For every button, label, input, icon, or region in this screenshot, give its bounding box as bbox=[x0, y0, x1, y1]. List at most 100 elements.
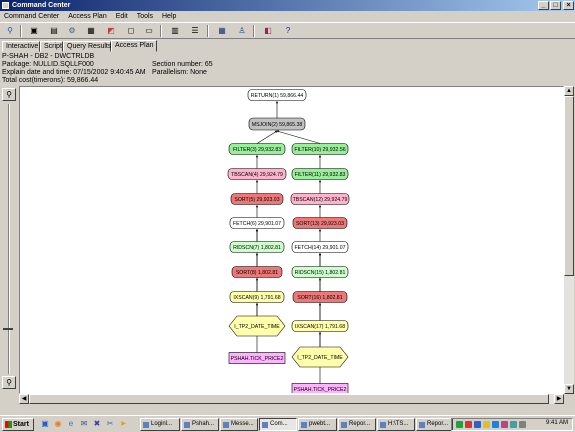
alert-center-icon[interactable]: ◩ bbox=[107, 26, 115, 35]
plan-node-idx2[interactable]: I_TP2_DATE_TIME bbox=[291, 346, 349, 368]
plan-node-shape bbox=[228, 143, 286, 155]
plan-total-cost: Total cost(timerons): 59,866.44 bbox=[2, 77, 99, 84]
scroll-right-icon[interactable]: ▶ bbox=[554, 394, 564, 404]
zoom-slider-handle[interactable] bbox=[3, 328, 13, 330]
plan-node-label: FILTER(10) 29,932.56 bbox=[294, 147, 345, 153]
plan-node-filter10[interactable]: FILTER(10) 29,932.56 bbox=[291, 143, 349, 155]
plan-node-ixscan9[interactable]: IXSCAN(9) 1,791.68 bbox=[229, 291, 285, 303]
quicklaunch-app-icon[interactable]: ✖ bbox=[93, 419, 101, 428]
plan-node-tbl2[interactable]: PSHAH.TICK_PRICE2 bbox=[291, 383, 349, 394]
plan-node-idx1[interactable]: I_TP2_DATE_TIME bbox=[228, 315, 286, 337]
minimize-button[interactable]: _ bbox=[538, 1, 549, 10]
menu-edit[interactable]: Edit bbox=[115, 13, 128, 20]
tools-settings-icon[interactable]: ◻ bbox=[127, 26, 135, 35]
close-button[interactable]: × bbox=[563, 1, 574, 10]
zoom-slider-track[interactable] bbox=[8, 104, 10, 374]
plan-node-label: RIDSCN(15) 1,802.81 bbox=[295, 270, 346, 276]
control-center-icon[interactable]: ▣ bbox=[30, 26, 38, 35]
quicklaunch-mail-icon[interactable]: ✉ bbox=[80, 419, 88, 428]
task-button[interactable]: H:\TS... bbox=[377, 418, 415, 431]
tray-monitor-icon[interactable] bbox=[492, 421, 499, 428]
scroll-left-icon[interactable]: ◀ bbox=[19, 394, 29, 404]
tray-alert-icon[interactable] bbox=[483, 421, 490, 428]
tray-volume-icon[interactable] bbox=[519, 421, 526, 428]
quicklaunch-arrow-icon[interactable]: ➤ bbox=[119, 419, 127, 428]
task-button[interactable]: Repor... bbox=[416, 418, 453, 431]
plan-node-sort13[interactable]: SORT(13) 29,923.03 bbox=[292, 217, 348, 229]
vertical-scrollbar[interactable]: ▲ ▼ bbox=[564, 86, 574, 394]
license-center-icon[interactable]: ▦ bbox=[87, 26, 95, 35]
menu-access-plan[interactable]: Access Plan bbox=[68, 13, 107, 20]
help-icon[interactable]: ? bbox=[285, 26, 291, 35]
zoom-in-icon[interactable]: ⚲ bbox=[2, 88, 16, 101]
plan-node-label: MSJOIN(2) 59,865.38 bbox=[252, 122, 303, 128]
task-button[interactable]: Loginl... bbox=[140, 418, 180, 431]
plan-node-sort8[interactable]: SORT(8) 1,802.81 bbox=[231, 266, 283, 278]
info-center-icon[interactable]: ◧ bbox=[264, 26, 272, 35]
plan-node-tbl1[interactable]: PSHAH.TICK_PRICE2 bbox=[228, 352, 286, 364]
tray-sync-icon[interactable] bbox=[510, 421, 517, 428]
plan-node-shape bbox=[248, 117, 306, 131]
scroll-down-icon[interactable]: ▼ bbox=[564, 384, 574, 394]
plan-node-sort16[interactable]: SORT(16) 1,802.81 bbox=[292, 291, 348, 303]
tab-query-results[interactable]: Query Results bbox=[63, 41, 111, 52]
plan-node-shape bbox=[290, 193, 350, 205]
maximize-button[interactable]: □ bbox=[550, 1, 561, 10]
quicklaunch-desktop-icon[interactable]: ▣ bbox=[41, 419, 49, 428]
vertical-scroll-thumb[interactable] bbox=[564, 96, 574, 276]
plan-node-filter11[interactable]: FILTER(11) 29,932.83 bbox=[291, 168, 349, 180]
plan-parallelism: Parallelism: None bbox=[152, 69, 207, 76]
menu-help[interactable]: Help bbox=[162, 13, 177, 20]
script-center-icon[interactable]: ▤ bbox=[50, 26, 58, 35]
windows-logo-icon bbox=[5, 421, 12, 428]
grid-icon[interactable]: ▦ bbox=[218, 26, 226, 35]
tab-interactive[interactable]: Interactive bbox=[2, 41, 40, 52]
menu-tools[interactable]: Tools bbox=[136, 13, 154, 20]
plan-node-msjoin[interactable]: MSJOIN(2) 59,865.38 bbox=[248, 117, 306, 131]
tray-app-icon[interactable] bbox=[501, 421, 508, 428]
plan-node-fetch14[interactable]: FETCH(14) 29,901.07 bbox=[291, 241, 349, 253]
tab-access-plan[interactable]: Access Plan bbox=[111, 40, 157, 52]
task-label: Pshah... bbox=[192, 421, 215, 427]
start-button[interactable]: Start bbox=[2, 418, 34, 431]
user-icon[interactable]: ♙ bbox=[238, 26, 246, 35]
journal-icon[interactable]: ⚙ bbox=[68, 26, 76, 35]
plan-node-fetch6[interactable]: FETCH(6) 29,901.07 bbox=[229, 217, 285, 229]
window-icon[interactable]: ▭ bbox=[145, 26, 153, 35]
plan-node-filter3[interactable]: FILTER(3) 29,932.83 bbox=[228, 143, 286, 155]
tray-security-icon[interactable] bbox=[465, 421, 472, 428]
plan-node-ixscan17[interactable]: IXSCAN(17) 1,791.68 bbox=[291, 320, 349, 332]
scroll-up-icon[interactable]: ▲ bbox=[564, 86, 574, 96]
quicklaunch-browser-icon[interactable]: ◉ bbox=[54, 419, 62, 428]
quicklaunch-app2-icon[interactable]: ✂ bbox=[106, 419, 114, 428]
task-button[interactable]: Messe... bbox=[220, 418, 258, 431]
tray-db2-icon[interactable] bbox=[474, 421, 481, 428]
plan-explain-time: Explain date and time: 07/15/2002 9:40:4… bbox=[2, 69, 146, 76]
plan-node-sort5[interactable]: SORT(5) 29,923.03 bbox=[230, 193, 284, 205]
list-icon[interactable]: ☰ bbox=[191, 26, 199, 35]
plan-node-ridscn15[interactable]: RIDSCN(15) 1,802.81 bbox=[291, 266, 349, 278]
plan-package: Package: NULLID.SQLLF000 bbox=[2, 61, 94, 68]
execute-icon[interactable]: ▥ bbox=[171, 26, 179, 35]
horizontal-scroll-thumb[interactable] bbox=[29, 394, 549, 404]
plan-node-tbscan12[interactable]: TBSCAN(12) 29,924.79 bbox=[290, 193, 350, 205]
plan-node-shape bbox=[291, 346, 349, 368]
plan-node-return[interactable]: RETURN(1) 59,866.44 bbox=[247, 89, 307, 101]
zoom-out-icon[interactable]: ⚲ bbox=[2, 376, 16, 389]
task-button[interactable]: Repor... bbox=[338, 418, 376, 431]
task-button[interactable]: Pshah... bbox=[181, 418, 219, 431]
task-button[interactable]: pwebt... bbox=[298, 418, 337, 431]
plan-node-label: IXSCAN(9) 1,791.68 bbox=[233, 295, 280, 301]
tray-network-icon[interactable] bbox=[456, 421, 463, 428]
quicklaunch-ie-icon[interactable]: e bbox=[68, 419, 74, 428]
task-button-active[interactable]: Com... bbox=[259, 418, 297, 431]
plan-node-shape bbox=[227, 168, 287, 180]
connect-icon[interactable]: ⚲ bbox=[7, 26, 13, 35]
menu-command-center[interactable]: Command Center bbox=[4, 13, 60, 20]
title-bar: Command Center _ □ × bbox=[0, 0, 575, 11]
horizontal-scrollbar[interactable]: ◀ ▶ bbox=[19, 394, 564, 404]
plan-node-ridscn7[interactable]: RIDSCN(7) 1,802.81 bbox=[229, 241, 285, 253]
plan-node-tbscan4[interactable]: TBSCAN(4) 29,924.79 bbox=[227, 168, 287, 180]
tab-script[interactable]: Script bbox=[40, 41, 63, 52]
